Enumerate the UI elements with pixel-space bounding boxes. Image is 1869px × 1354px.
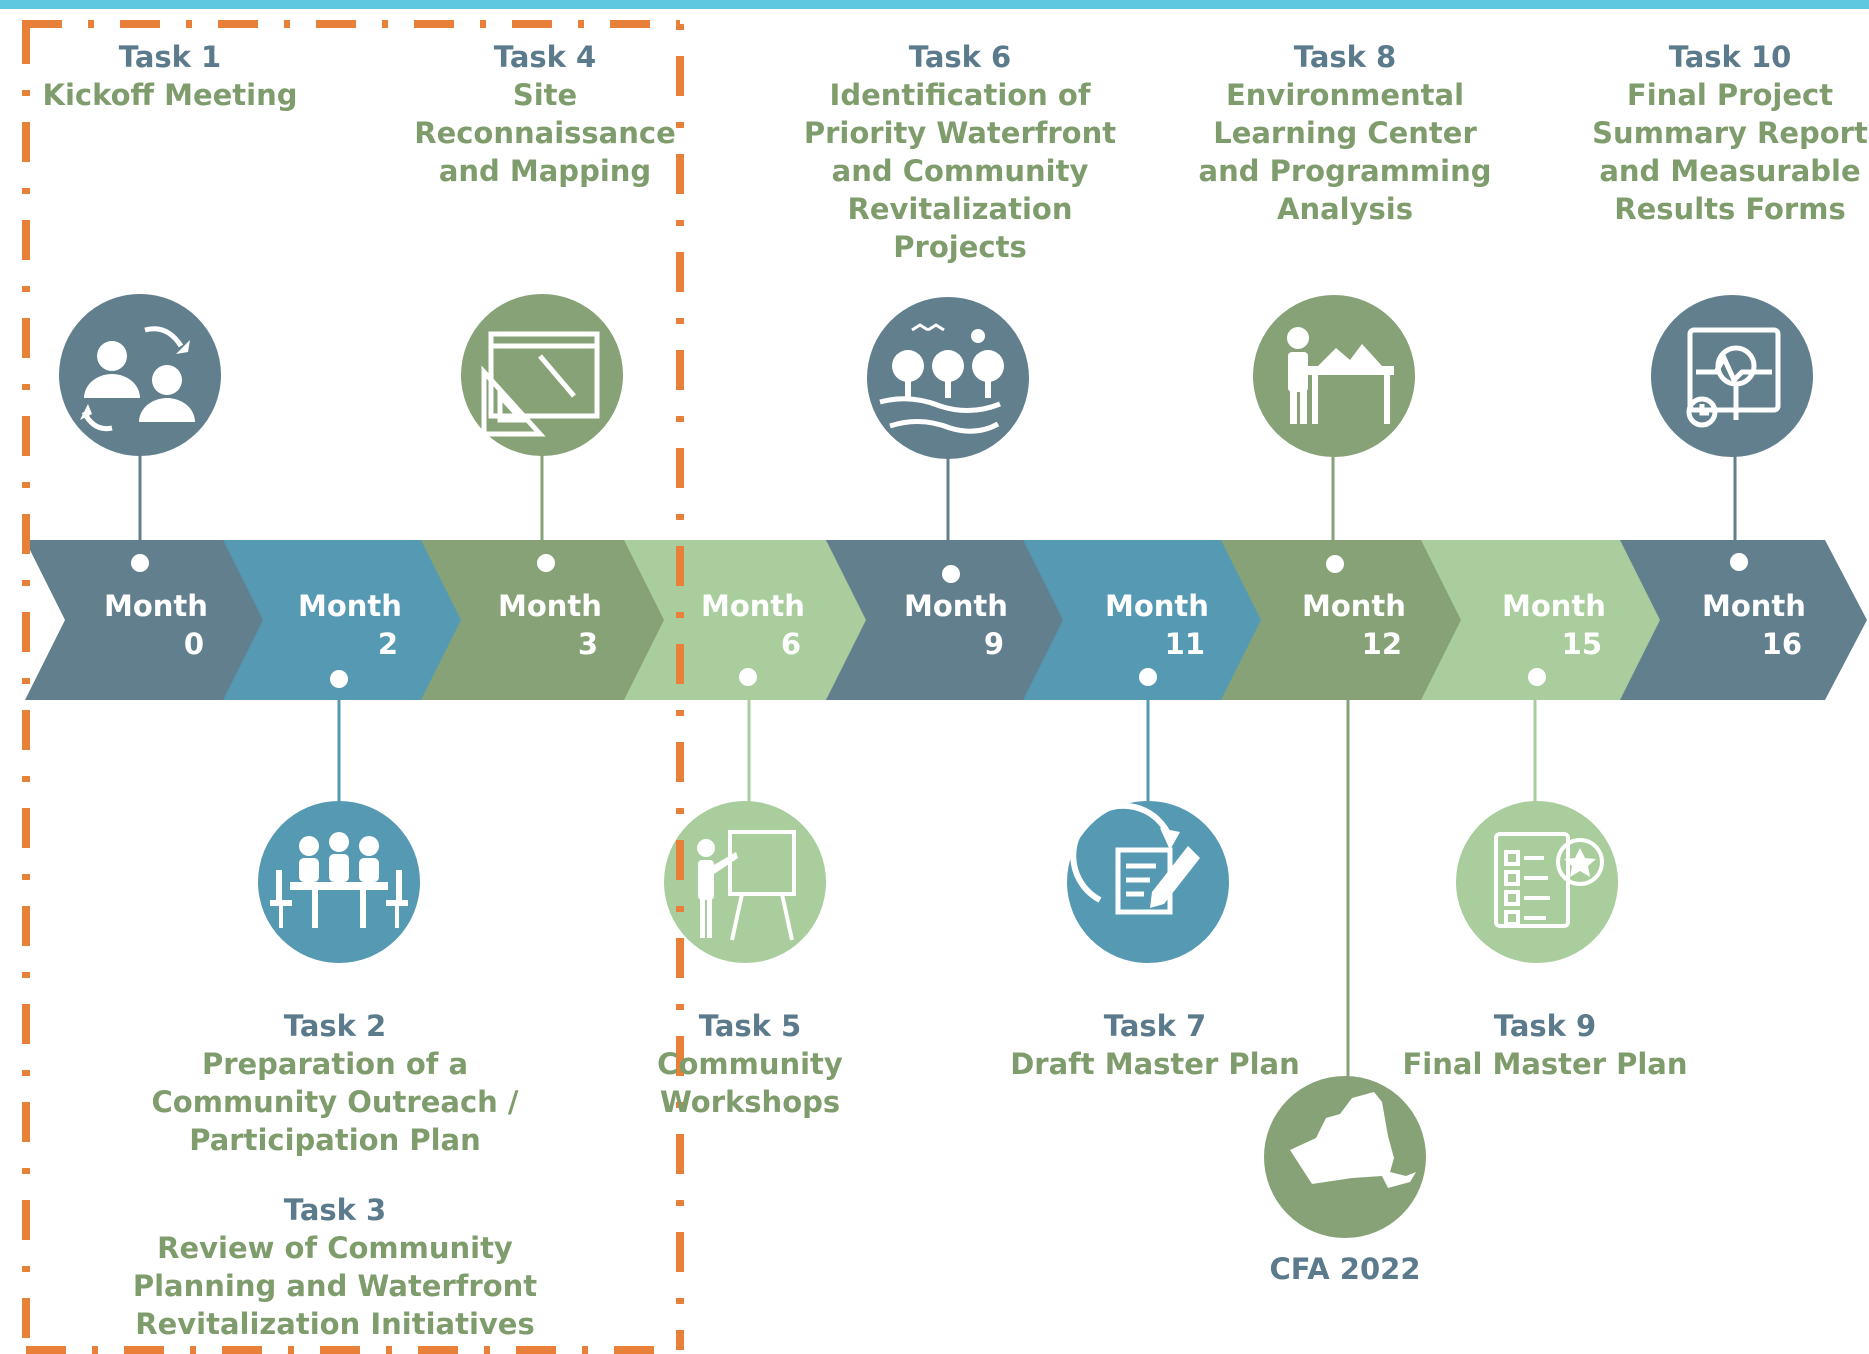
chevron-month-15 [1421,540,1664,700]
meeting-exchange-icon [59,294,221,456]
chevron-month-0 [25,540,285,700]
task-1-label: Task 1 Kickoff Meeting [42,40,298,112]
new-york-state-icon [1264,1076,1426,1238]
dot-task9 [1528,668,1546,686]
dot-task8 [1326,555,1344,573]
task-5-label: Task 5 Community Workshops [657,1009,843,1119]
dot-task2 [330,670,348,688]
drafting-tools-icon [461,294,623,456]
task-8-label: Task 8 Environmental Learning Center and… [1198,40,1492,226]
connectors [138,440,1737,1080]
landscape-trees-icon [867,297,1029,459]
top-accent-bar [0,0,1869,9]
dot-task5 [739,668,757,686]
task-6-label: Task 6 Identification of Priority Waterf… [803,40,1117,264]
chevron-month-9 [826,540,1067,700]
presentation-icon [664,801,826,963]
chevron-month-12 [1221,540,1464,700]
chevron-month-16 [1620,540,1867,700]
edit-document-icon [1067,801,1229,963]
dot-task1 [131,554,149,572]
task-3-label: Task 3 Review of Community Planning and … [132,1193,538,1341]
phase-one-box [22,20,684,1354]
dot-task4 [537,554,555,572]
task-2-label: Task 2 Preparation of a Community Outrea… [151,1009,519,1157]
dot-task7 [1139,668,1157,686]
report-analysis-icon [1651,295,1813,457]
model-table-icon [1253,295,1415,457]
task-10-label: Task 10 Final Project Summary Report and… [1592,40,1868,226]
chevron-month-6 [624,540,868,700]
chevron-month-11 [1023,540,1262,700]
dot-task10 [1730,553,1748,571]
checklist-star-icon [1456,801,1618,963]
team-table-icon [258,801,420,963]
cfa-label: CFA 2022 [1269,1252,1421,1286]
chevron-month-3 [421,540,670,700]
task-9-label: Task 9 Final Master Plan [1402,1009,1688,1081]
chevron-month-2 [223,540,463,700]
dot-task6 [942,565,960,583]
chevron-band [25,540,1867,700]
task-4-label: Task 4 Site Reconnaissance and Mapping [414,40,676,188]
milestone-dots [131,553,1748,688]
task-7-label: Task 7 Draft Master Plan [1010,1009,1300,1081]
